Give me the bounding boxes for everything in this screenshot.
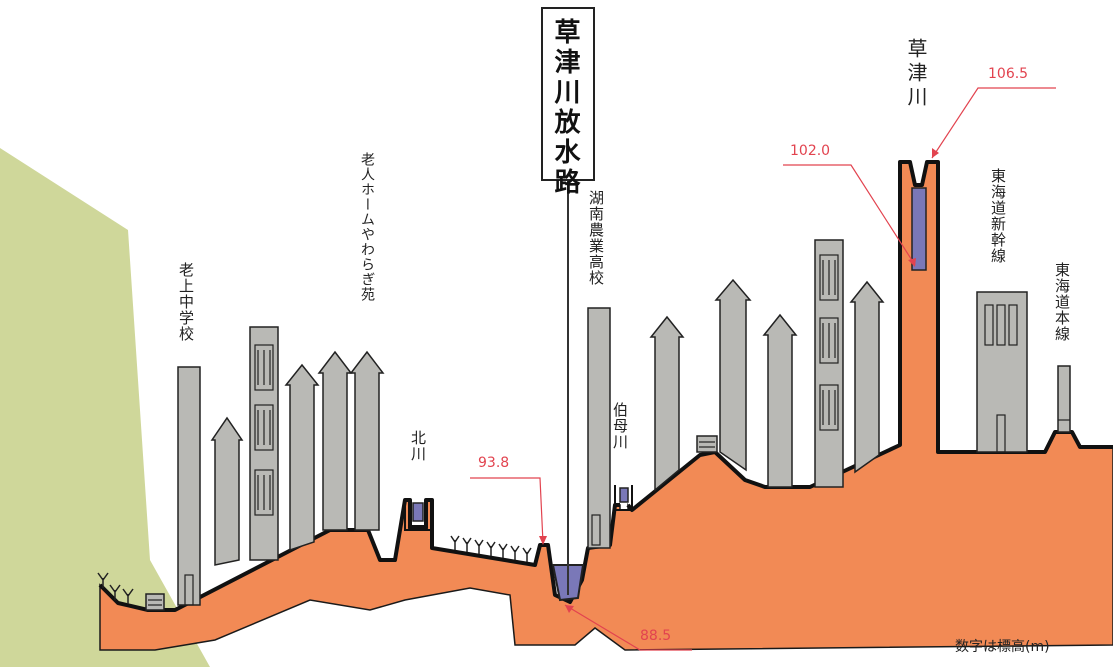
title: 草津川放水路 xyxy=(550,18,580,198)
building-arrow xyxy=(284,363,320,552)
label-tokaido-line: 東海道本線 xyxy=(1053,262,1071,342)
building-tokaido-post xyxy=(1057,365,1071,433)
title-frame xyxy=(541,7,595,181)
building-arrow xyxy=(714,278,752,472)
kita-river-water xyxy=(412,502,424,522)
elevation-diversion-bank: 93.8 xyxy=(478,455,510,471)
elevation-river-bank: 106.5 xyxy=(988,66,1029,82)
house-left xyxy=(145,593,165,611)
building-arrow xyxy=(317,350,353,531)
label-nursing-home: 老人ホームやわらぎ苑 xyxy=(359,152,375,302)
leader-lines xyxy=(470,87,1056,651)
label-kusatsu-river: 草津川 xyxy=(904,38,928,110)
building-konan-school xyxy=(587,307,611,549)
hillside xyxy=(0,148,210,667)
elevation-diversion-bed: 88.5 xyxy=(640,628,672,644)
elevation-river-bed: 102.0 xyxy=(790,143,831,159)
label-shinkansen: 東海道新幹線 xyxy=(989,168,1007,264)
hakubo-river-walls xyxy=(614,485,633,511)
footnote: 数字は標高(m) xyxy=(955,639,1050,655)
label-konan-school: 湖南農業高校 xyxy=(587,190,605,286)
building-school-left xyxy=(177,366,201,606)
kusatsu-river-water xyxy=(911,187,927,271)
label-school-left: 老上中学校 xyxy=(177,262,195,342)
building-arrow xyxy=(849,280,885,474)
window-strips xyxy=(148,254,1070,606)
leader-arrowheads xyxy=(539,148,939,613)
hakubo-river-water xyxy=(619,487,629,503)
building-arrow xyxy=(762,313,798,488)
house-mid xyxy=(696,435,718,453)
label-hakubo-river: 伯母川 xyxy=(611,402,629,450)
kita-river-walls xyxy=(404,500,433,531)
building-arrow xyxy=(210,416,244,566)
building-arrow xyxy=(349,350,385,531)
label-kita-river: 北川 xyxy=(409,430,427,462)
building-arrow xyxy=(649,315,685,492)
vegetation xyxy=(97,535,532,604)
